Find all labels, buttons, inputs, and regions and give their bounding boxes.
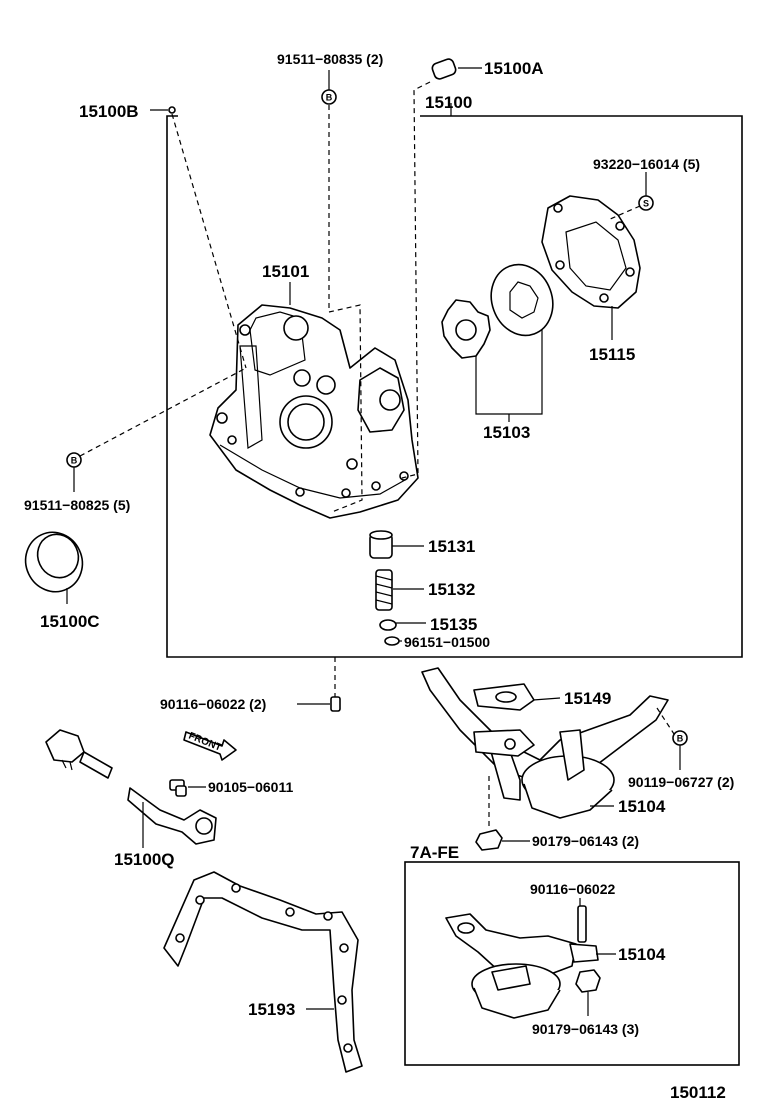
bolt-marker-top: B (321, 89, 337, 105)
label-15101: 15101 (262, 262, 309, 281)
label-91511-80835: 91511−80835 (2) (277, 51, 383, 67)
svg-text:FRONT: FRONT (187, 731, 223, 754)
svg-text:B: B (326, 93, 333, 103)
label-7a-fe: 7A-FE (410, 843, 459, 862)
label-15135: 15135 (430, 615, 477, 634)
relief-valve-15131 (369, 530, 393, 559)
variant-7afe-frame (404, 861, 740, 1066)
svg-text:S: S (643, 199, 649, 209)
label-90179-06143-2: 90179−06143 (2) (532, 833, 639, 849)
bolt-marker-left: B (66, 452, 82, 468)
gasket-15193 (163, 871, 363, 1073)
leader-lines (66, 67, 681, 1016)
stud-marker: S (638, 195, 654, 211)
label-15131: 15131 (428, 537, 475, 556)
oil-seal-15100C (24, 531, 84, 593)
svg-text:B: B (71, 456, 78, 466)
nut-90179-2 (475, 829, 503, 851)
label-90116-06022-2: 90116−06022 (2) (160, 696, 266, 712)
oil-pump-body-15101 (209, 304, 419, 519)
label-15100B: 15100B (79, 102, 139, 121)
stud-90116-2 (330, 696, 341, 712)
label-91511-80825: 91511−80825 (5) (24, 497, 130, 513)
inner-rotor (441, 299, 491, 359)
bolt-marker-right: B (672, 730, 688, 746)
snap-ring-96151 (384, 636, 400, 646)
plug-15100A (431, 58, 457, 80)
label-15115: 15115 (589, 345, 635, 364)
svg-text:B: B (677, 734, 684, 744)
pin-15100B (168, 106, 176, 114)
nut-90179-3 (575, 969, 601, 993)
figure-number: 150112 (670, 1083, 726, 1102)
label-90116-06022: 90116−06022 (530, 881, 615, 897)
label-15100: 15100 (425, 93, 472, 112)
label-93220-16014: 93220−16014 (5) (593, 156, 700, 172)
front-arrow: FRONT (183, 731, 237, 761)
label-90179-06143-3: 90179−06143 (3) (532, 1021, 639, 1037)
label-90119-06727: 90119−06727 (2) (628, 774, 734, 790)
assembly-15100-frame (166, 115, 743, 658)
outer-rotor (490, 263, 554, 337)
oil-strainer-7afe (445, 913, 599, 1019)
pump-cover-gasket-15115 (541, 195, 641, 309)
relief-spring-15132 (375, 569, 393, 611)
label-90105-06011: 90105−06011 (208, 779, 293, 795)
bolt-90105 (169, 779, 187, 797)
label-15149: 15149 (564, 689, 611, 708)
oil-strainer-15104 (421, 667, 669, 819)
label-15104-main: 15104 (618, 797, 666, 816)
spring-retainer-15135 (379, 619, 397, 631)
stud-90116-7afe (577, 905, 587, 943)
label-15100Q: 15100Q (114, 850, 175, 869)
label-15100A: 15100A (484, 59, 544, 78)
label-15132: 15132 (428, 580, 475, 599)
label-15103: 15103 (483, 423, 530, 442)
label-15100C: 15100C (40, 612, 100, 631)
label-15193: 15193 (248, 1000, 295, 1019)
label-15104-7afe: 15104 (618, 945, 666, 964)
label-96151-01500: 96151−01500 (404, 634, 490, 650)
oil-sensor-15100Q (45, 729, 217, 845)
